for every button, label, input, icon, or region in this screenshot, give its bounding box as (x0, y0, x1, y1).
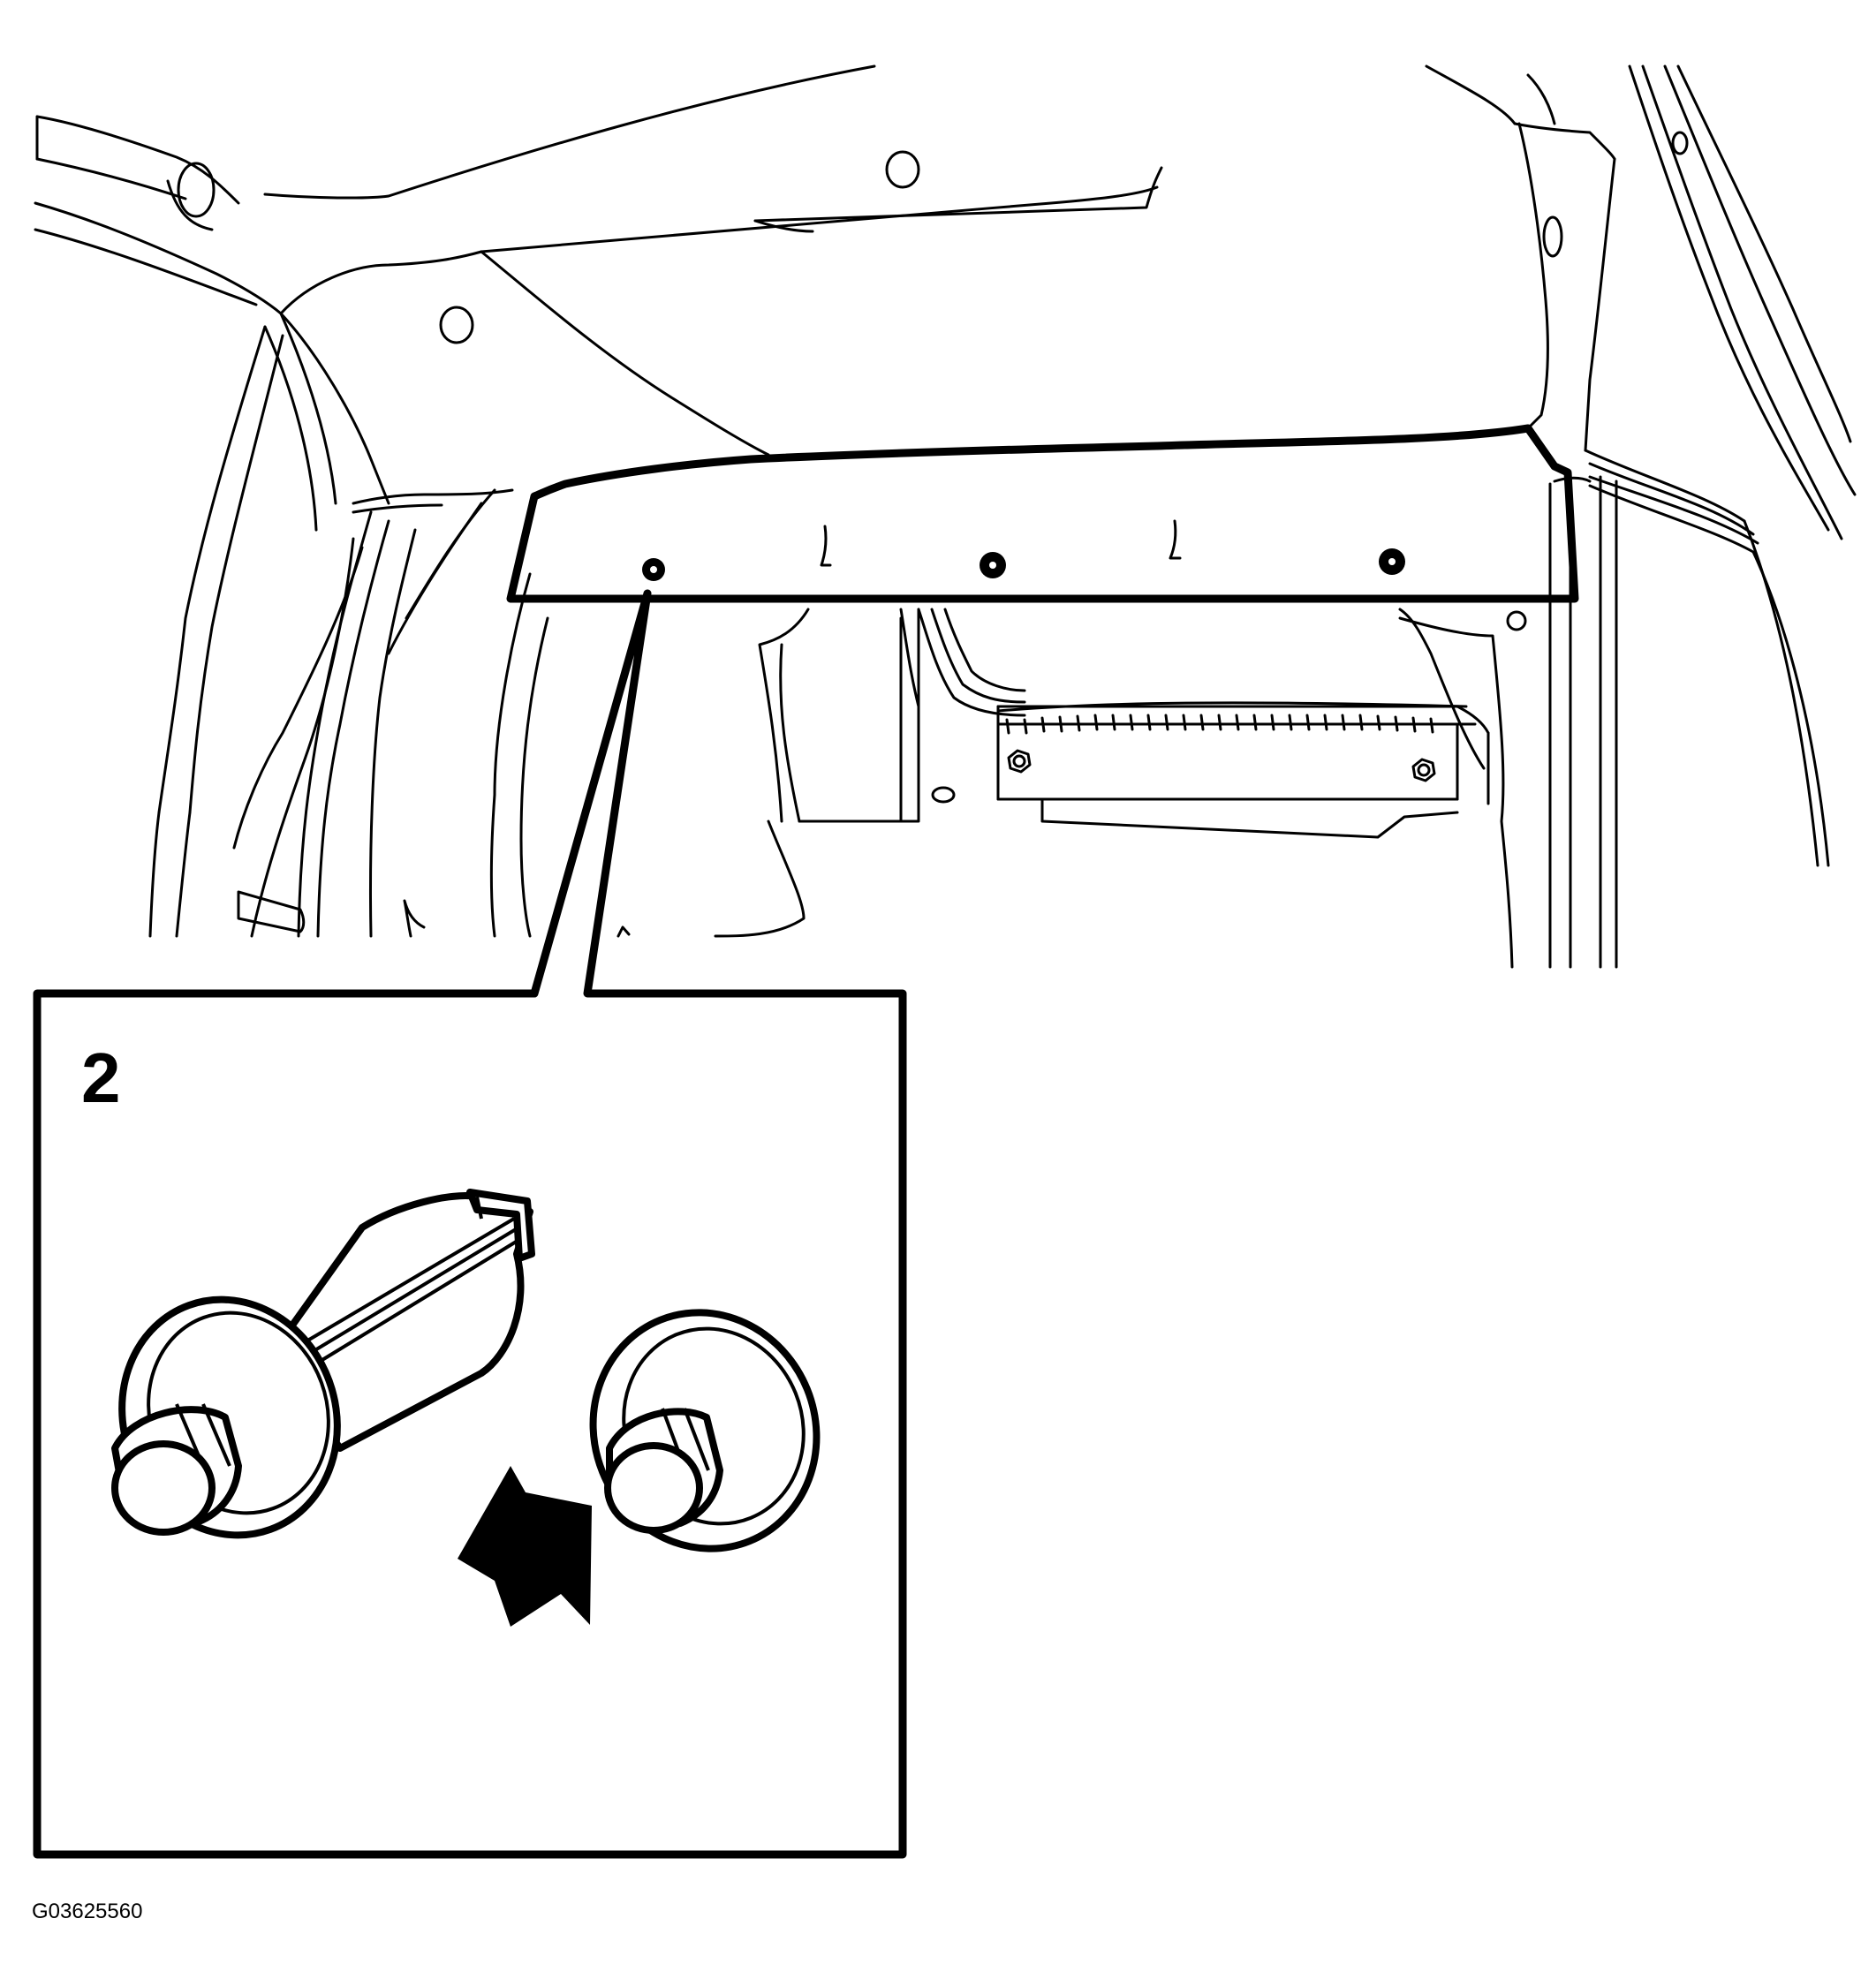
figure-id: G03625560 (32, 1900, 142, 1923)
panel-fastener (1379, 548, 1405, 575)
push-arrow-icon (458, 1466, 592, 1627)
push-clip-fastener-icon (111, 1189, 535, 1539)
trim-panel (506, 424, 1579, 603)
push-clip-fastener-icon (589, 1309, 821, 1552)
panel-fastener (980, 552, 1006, 578)
callout-detail: 2 (81, 1039, 821, 1627)
nut-icon (1411, 758, 1436, 782)
nut-icon (1007, 749, 1032, 774)
vehicle-interior-background (34, 64, 1857, 969)
callout-leader (33, 589, 907, 1859)
wire-harness (996, 701, 1468, 735)
panel-fastener (642, 558, 665, 581)
callout-label: 2 (81, 1039, 121, 1117)
